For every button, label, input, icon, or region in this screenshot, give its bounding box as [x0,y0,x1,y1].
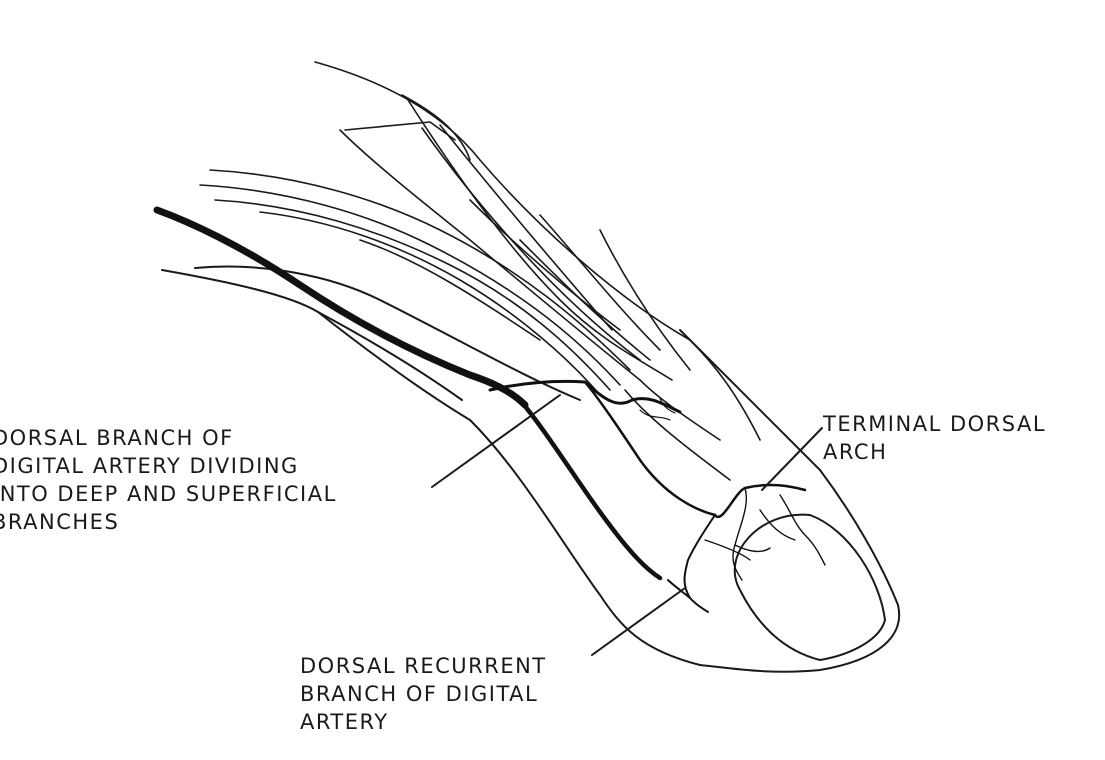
fingernail [735,515,885,660]
terminal-dorsal-arch-label: TERMINAL DORSAL ARCH [823,410,1046,466]
leader-terminal-arch [762,428,822,490]
dorsal-branch-label-line-4: BRANCHES [0,508,337,536]
dorsal-branch-label: DORSAL BRANCH OF DIGITAL ARTERY DIVIDING… [0,424,337,536]
recurrent-label-line-1: DORSAL RECURRENT [300,652,547,680]
dorsal-branch-label-line-3: INTO DEEP AND SUPERFICIAL [0,480,337,508]
dorsal-branch-label-line-1: DORSAL BRANCH OF [0,424,337,452]
terminal-arch-label-line-2: ARCH [823,438,1046,466]
recurrent-label-line-2: BRANCH OF DIGITAL [300,680,547,708]
leader-recurrent [592,588,685,655]
terminal-arch-label-line-1: TERMINAL DORSAL [823,410,1046,438]
dorsal-artery-branches [490,381,825,612]
dorsal-recurrent-branch-label: DORSAL RECURRENT BRANCH OF DIGITAL ARTER… [300,652,547,736]
recurrent-label-line-3: ARTERY [300,708,547,736]
dorsal-branch-label-line-2: DIGITAL ARTERY DIVIDING [0,452,337,480]
